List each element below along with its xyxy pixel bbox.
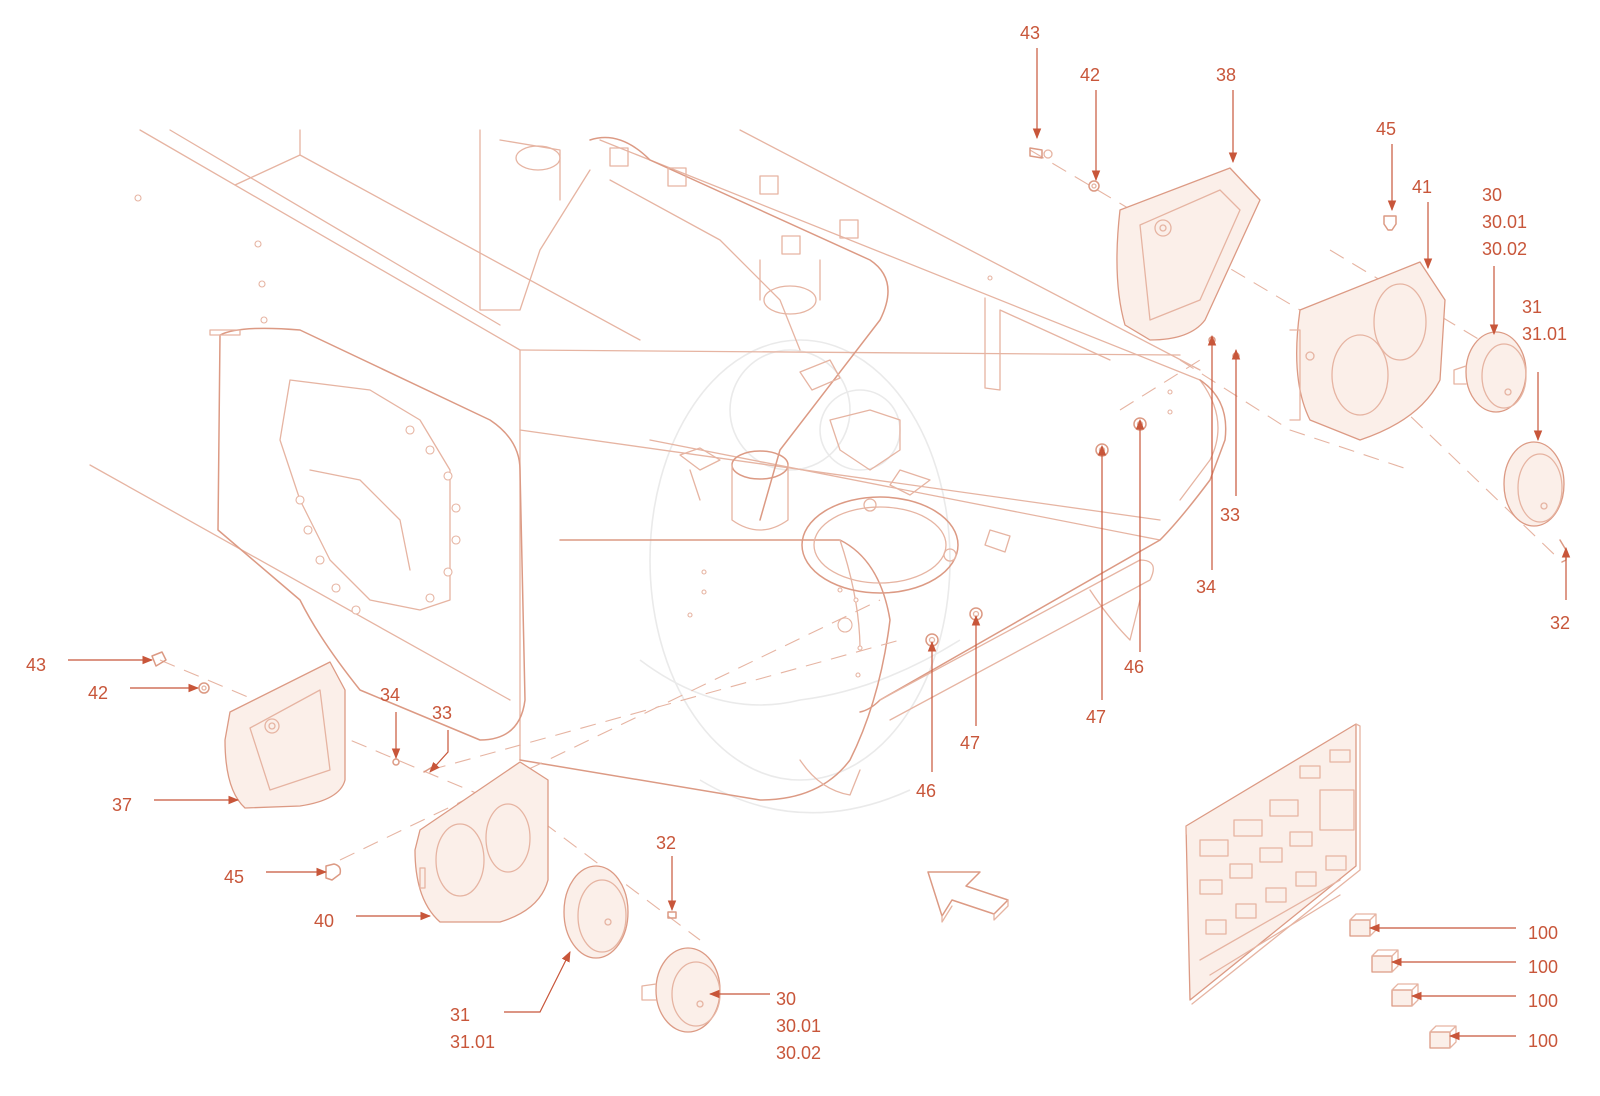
part-37-cover [224,661,346,809]
callout-text: 41 [1412,177,1432,197]
callout-text: 47 [960,733,980,753]
nuts-46-47-right [1095,417,1147,457]
callout-45: 45 [1376,119,1397,212]
callout-text: 46 [916,781,936,801]
callout-100: 100 [1390,957,1558,977]
callout-31: 31 31.01 [450,951,571,1052]
callout-text: 45 [224,867,244,887]
fasteners-33-34-right [1208,336,1240,360]
nuts-46-47-center [925,607,983,647]
callout-text: 46 [1124,657,1144,677]
callout-text: 42 [88,683,108,703]
callout-text: 42 [1080,65,1100,85]
callout-32: 32 [1550,546,1571,633]
part-31-cap-left [563,865,629,959]
callout-47: 47 [1086,444,1107,727]
callout-40: 40 [314,911,432,931]
screw-45-top [1383,215,1397,231]
screw-32-left [667,911,677,919]
callout-text: 31 [450,1005,470,1025]
chassis-frame [89,129,1227,801]
callout-37: 37 [112,795,240,815]
callout-text: 33 [1220,505,1240,525]
callout-text: 100 [1528,957,1558,977]
callout-text: 34 [380,685,400,705]
callout-31: 31 31.01 [1522,297,1567,442]
callout-text: 43 [1020,23,1040,43]
callout-text: 100 [1528,923,1558,943]
callout-text: 30.02 [1482,239,1527,259]
part-38-cover [1116,167,1261,341]
callout-text: 38 [1216,65,1236,85]
callout-text: 32 [656,833,676,853]
callout-41: 41 [1412,177,1433,270]
direction-arrow-icon [927,871,1009,923]
callout-100: 100 [1448,1031,1558,1051]
callout-45: 45 [224,867,328,887]
washer-42-left [198,682,210,694]
screw-45-left [325,863,342,881]
callout-100: 100 [1368,923,1558,943]
callout-43: 43 [1020,23,1042,140]
part-40-housing [414,761,549,923]
callout-text: 30 [1482,185,1502,205]
callout-text: 45 [1376,119,1396,139]
callout-33: 33 [1220,348,1241,525]
callout-text: 30.01 [1482,212,1527,232]
callout-text: 32 [1550,613,1570,633]
callout-100: 100 [1410,991,1558,1011]
callout-38: 38 [1216,65,1238,164]
callout-text: 30.02 [776,1043,821,1063]
callout-text: 31.01 [450,1032,495,1052]
callout-text: 30 [776,989,796,1009]
callout-text: 47 [1086,707,1106,727]
callout-text: 40 [314,911,334,931]
screw-43-left [151,651,167,667]
callout-30: 30 30.01 30.02 [708,989,821,1063]
callout-text: 37 [112,795,132,815]
washer-42-top [1088,180,1100,192]
callout-34: 34 [1196,334,1217,597]
part-30-horn-left [641,947,721,1033]
callout-text: 30.01 [776,1016,821,1036]
relays-100 [1349,913,1457,1049]
callout-text: 33 [432,703,452,723]
callout-34: 34 [380,685,401,760]
callout-text: 31 [1522,297,1542,317]
leader-line [429,730,449,773]
callout-32: 32 [656,833,677,912]
watermark [639,339,961,814]
part-30-horn-right [1453,331,1527,413]
callout-47: 47 [960,614,981,753]
callout-text: 43 [26,655,46,675]
circuit-board [1185,723,1361,1005]
callout-labels: 43 42 38 45 41 30 30.01 30.02 31 31.01 32 33 34 46 47 4… [26,23,1571,1063]
callout-46: 46 [916,640,937,801]
callout-33: 33 [429,703,452,773]
part-41-housing [1289,261,1446,441]
callout-text: 100 [1528,991,1558,1011]
part-31-cap-right [1503,441,1565,527]
leader-line [504,951,571,1013]
callout-text: 34 [1196,577,1216,597]
screw-32-right [1559,539,1567,563]
callout-42: 42 [88,683,200,703]
callout-46: 46 [1124,418,1145,677]
callout-30: 30 30.01 30.02 [1482,185,1527,336]
callout-43: 43 [26,655,154,675]
screw-43-top [1029,147,1053,159]
callout-42: 42 [1080,65,1101,182]
callout-text: 100 [1528,1031,1558,1051]
callout-text: 31.01 [1522,324,1567,344]
fasteners-33-34-left [392,758,435,773]
